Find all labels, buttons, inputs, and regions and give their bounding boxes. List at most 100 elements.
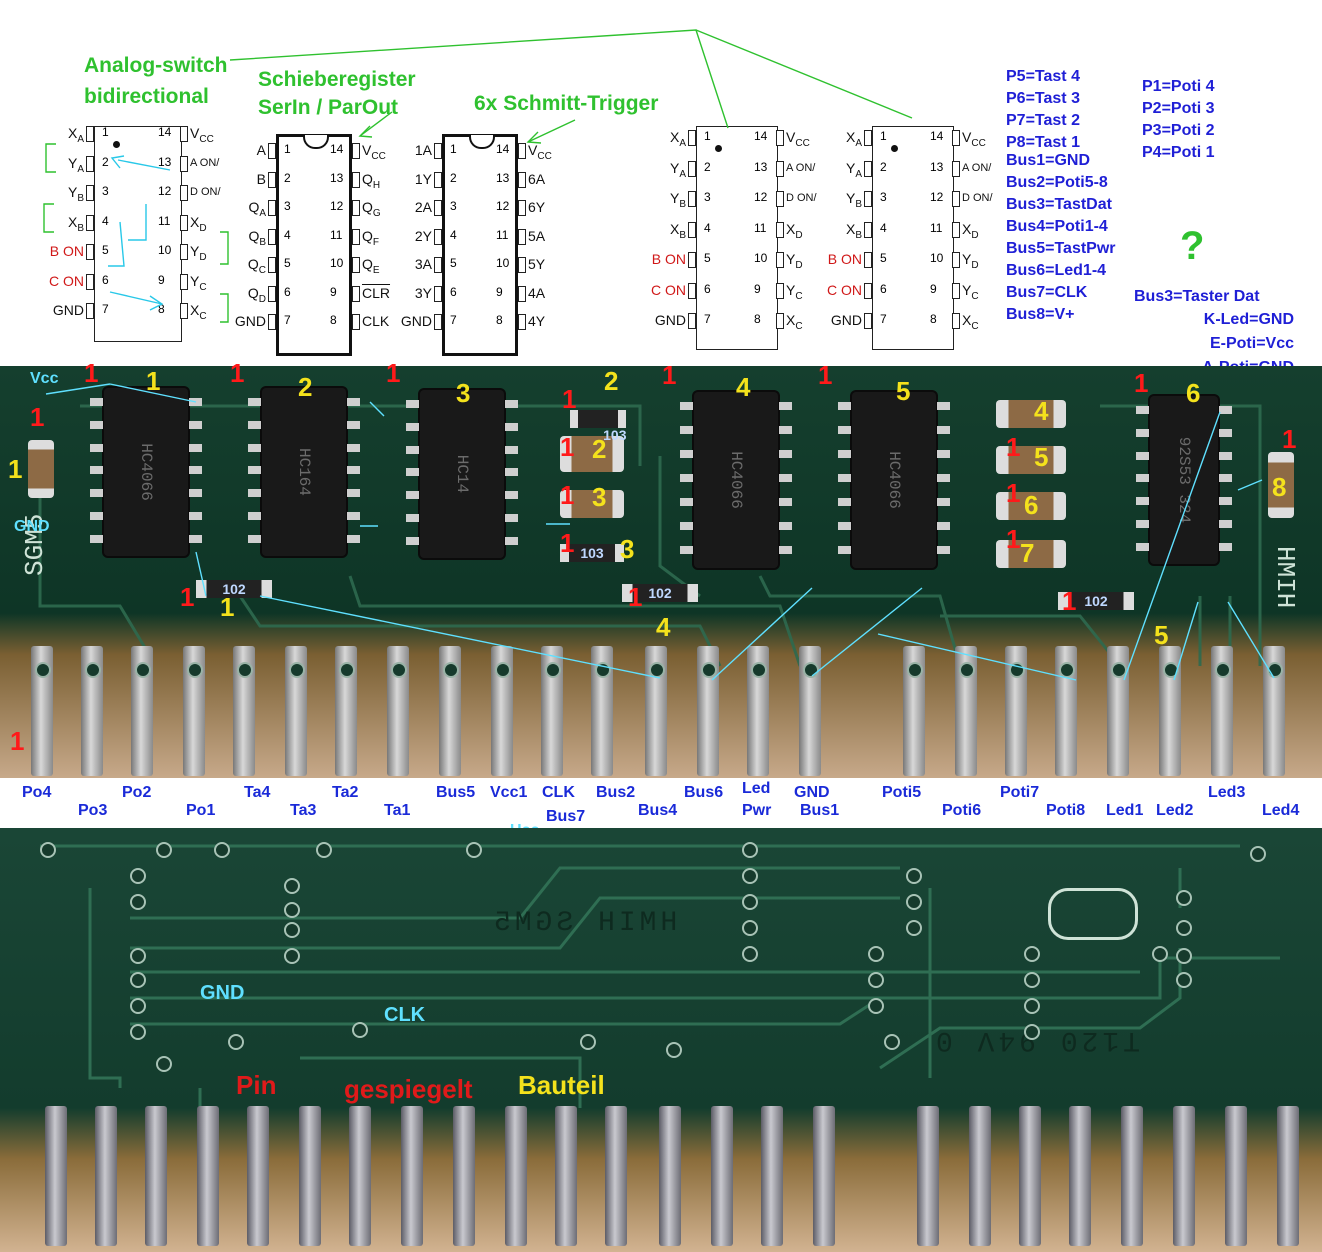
pin-signal: B ON [827, 251, 862, 267]
pin-signal: XD [962, 220, 979, 241]
logo-outline [1048, 888, 1138, 940]
ic-leg [189, 489, 202, 498]
pin-name: CLK [542, 784, 575, 801]
pin-number: 5 [102, 243, 109, 257]
pin-signal: B ON [651, 251, 686, 267]
pin-pad [518, 228, 526, 245]
pin-signal-sub: CC [795, 137, 810, 149]
pin-name: Bus6 [684, 784, 724, 801]
pin-label-left: 2A [394, 192, 442, 222]
via-hole [666, 1042, 682, 1058]
pin-number: 4 [102, 213, 109, 228]
pin-pad [518, 257, 526, 273]
ic-leg [838, 450, 851, 458]
pin1-dot [113, 141, 120, 148]
pin-pad [864, 313, 872, 329]
pin-signal: C ON [827, 281, 862, 298]
ic-leg [1136, 406, 1149, 414]
vcc-label: Vcc [30, 370, 59, 387]
pin-signal-sub: D [199, 251, 207, 263]
via-hole [1152, 946, 1168, 962]
pin-signal: 3A [414, 256, 432, 272]
connector-pin [439, 646, 461, 776]
via-hole [868, 972, 884, 988]
pin-signal-sub: C [258, 264, 266, 276]
pin-number: 5 [880, 251, 887, 265]
pin-pad [180, 155, 188, 172]
solder-pad [907, 662, 923, 678]
pin-number: 8 [754, 312, 761, 326]
pin-label-left: QA [228, 192, 276, 222]
silk-top-mirrored: HMIH SGM5 [490, 908, 678, 939]
pin-signal: XA [669, 129, 686, 149]
pin-pad [518, 285, 526, 302]
ic-leg [406, 422, 419, 431]
pin-pad [352, 285, 360, 302]
pin-signal-sub: D [795, 229, 803, 241]
resistor-103-b: 103 [560, 544, 624, 562]
ic-leg [680, 498, 693, 506]
ic-leg [838, 474, 851, 482]
pin-label-right: QF [352, 221, 412, 251]
ic-leg [248, 466, 261, 475]
connector-pin [491, 646, 513, 776]
resistor-102-b: 102 [622, 584, 698, 602]
pin-signal-sub: A [855, 137, 862, 149]
pin-label-right: A ON/ [776, 153, 836, 183]
ic-leg [779, 546, 792, 554]
pin-pad [518, 314, 526, 330]
pin-name: Poti7 [1000, 784, 1040, 801]
pin-pad [86, 273, 94, 290]
pin-pad [688, 130, 696, 146]
ic-leg [937, 546, 950, 554]
ic-leg [189, 466, 202, 475]
via-hole [214, 842, 230, 858]
via-hole [284, 948, 300, 964]
pin-pad [180, 214, 188, 231]
ic-leg [937, 450, 950, 458]
legend-item: P4=Poti 1 [1142, 144, 1215, 161]
ic-leg [347, 398, 360, 406]
pin-label-left: YA [824, 153, 872, 183]
pin-label-right: VCC [352, 135, 412, 165]
ic-leg [838, 402, 851, 410]
legend-item: P3=Poti 2 [1142, 122, 1215, 139]
pin-label-right: XD [180, 207, 240, 237]
connector-pin [505, 1106, 527, 1246]
pin-name: Led3 [1208, 784, 1246, 801]
pin-label-right: YD [776, 244, 836, 274]
pin-signal: YD [190, 243, 207, 263]
solder-pad [237, 662, 253, 678]
pin-number: 2 [880, 159, 887, 174]
pin-pad [352, 171, 360, 188]
ic-leg [680, 426, 693, 434]
pin-signal: YC [962, 281, 979, 302]
legend-item: P1=Poti 4 [1142, 78, 1215, 95]
via-hole [906, 868, 922, 884]
ic-leg [406, 536, 419, 545]
solder-pad [545, 662, 561, 678]
pin-label-left: B [228, 164, 276, 194]
analog-title-line1: Analog-switch [84, 54, 228, 77]
pin-number: 6 [704, 281, 711, 296]
pin-label-left: GND [648, 305, 696, 335]
cyan-annotation-lines [45, 383, 1275, 681]
pin-signal: 1A [414, 142, 432, 158]
pin-signal-sub: B [679, 229, 686, 241]
pin-number: 12 [496, 199, 510, 213]
legend-item: P8=Tast 1 [1006, 134, 1080, 151]
pin-label-left: 1A [394, 135, 442, 165]
pin-signal: 3Y [414, 284, 432, 301]
connector-pin [1005, 646, 1027, 776]
capacitor-7 [996, 540, 1066, 568]
pin-name: Ta2 [332, 784, 359, 801]
via-hole [130, 868, 146, 884]
ic-leg [248, 511, 261, 520]
pin-pad [776, 313, 784, 329]
ic-leg [347, 511, 360, 520]
pin-number: 11 [496, 227, 509, 242]
pin-pad [86, 126, 94, 142]
pin-number: 1 [284, 142, 291, 156]
pin-signal-sub: B [77, 192, 84, 204]
via-hole [1024, 946, 1040, 962]
